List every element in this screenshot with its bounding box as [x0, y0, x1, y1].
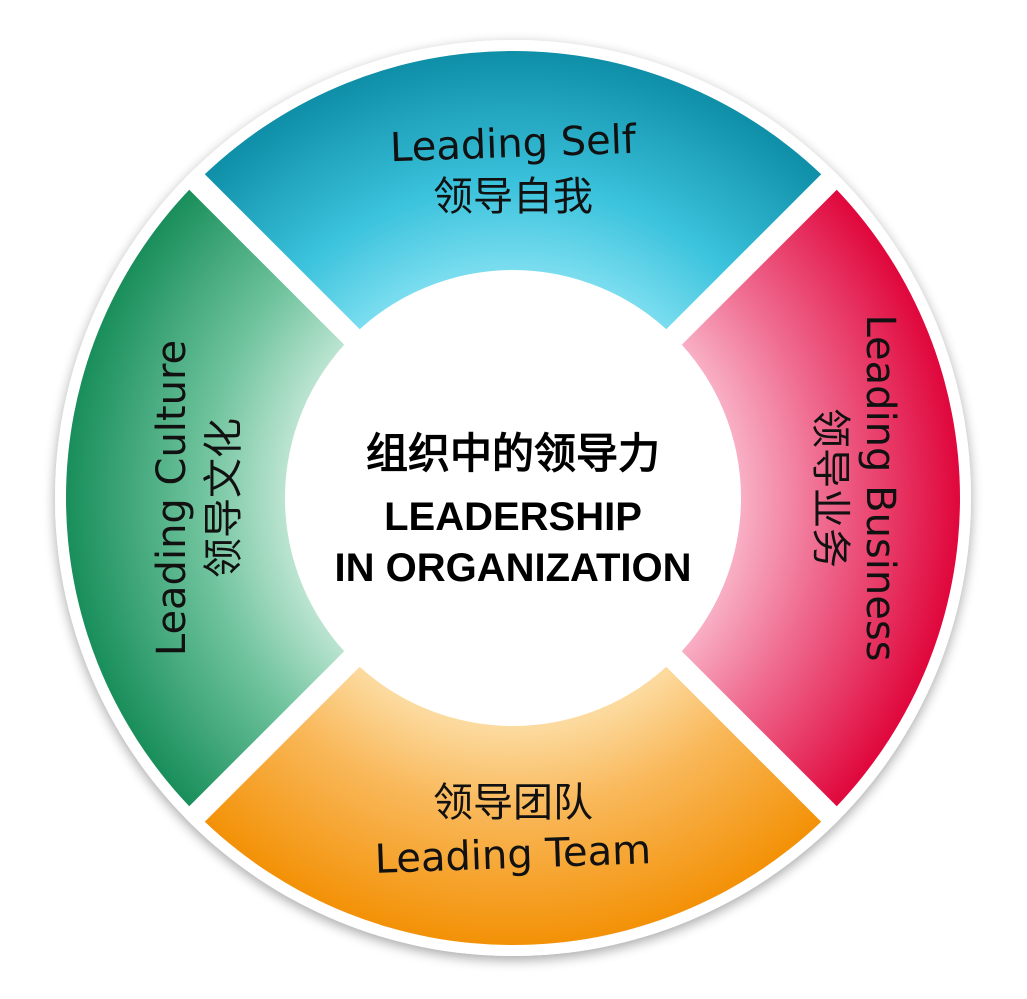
center-title-zh: 组织中的领导力: [366, 429, 660, 478]
segment-label-leading-business-en: Leading Business: [857, 314, 903, 661]
segment-label-leading-self-zh: 领导自我: [433, 174, 593, 220]
segment-label-leading-culture-zh: 领导文化: [201, 418, 247, 578]
segment-label-leading-team-en: Leading Team: [374, 827, 652, 883]
segment-leading-team: [204, 631, 822, 946]
segment-leading-business: [646, 189, 960, 807]
center-title-en-line2: IN ORGANIZATION: [334, 546, 691, 590]
segment-leading-culture: [65, 189, 380, 807]
segment-leading-self: [204, 50, 822, 365]
center-disc: [285, 270, 741, 726]
segment-label-leading-business-zh: 领导业务: [807, 408, 853, 568]
segment-label-leading-culture-en: Leading Culture: [149, 340, 195, 656]
segment-label-leading-team-zh: 领导团队: [433, 780, 593, 826]
center-title-en-line1: LEADERSHIP: [384, 495, 642, 539]
segment-label-leading-self-en: Leading Self: [389, 117, 637, 172]
